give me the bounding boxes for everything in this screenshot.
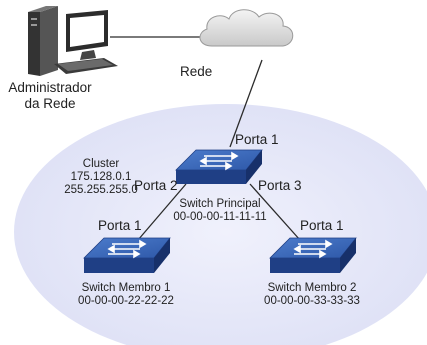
admin-label: Administrador da Rede: [4, 80, 96, 111]
main-switch-name: Switch Principal: [179, 198, 261, 210]
cluster-ip: 175.128.0.1: [70, 171, 132, 184]
network-label: Rede: [180, 64, 213, 79]
member1-info: Switch Membro 1 00-00-00-22-22-22: [66, 282, 186, 308]
link-cloud-switch: [229, 59, 263, 148]
cluster-title: Cluster: [82, 158, 120, 170]
link-main-member2: [249, 183, 301, 241]
member1-mac: 00-00-00-22-22-22: [78, 295, 174, 308]
admin-label-line1: Administrador: [8, 80, 92, 95]
cluster-area: [14, 104, 427, 345]
main-port-right-label: Porta 3: [258, 178, 302, 193]
main-switch-info: Switch Principal 00-00-00-11-11-11: [160, 198, 280, 224]
main-port-left-label: Porta 2: [134, 178, 178, 193]
member2-name: Switch Membro 2: [267, 282, 357, 294]
cluster-info: Cluster 175.128.0.1 255.255.255.0: [58, 158, 144, 198]
member1-switch-icon: [83, 237, 171, 273]
main-switch-icon: [175, 149, 263, 184]
computer-icon: [28, 6, 118, 76]
member2-switch-icon: [269, 237, 357, 273]
member1-port-label: Porta 1: [98, 218, 142, 233]
cloud-icon: [199, 9, 294, 47]
member2-port-label: Porta 1: [300, 218, 344, 233]
admin-label-line2: da Rede: [24, 95, 76, 111]
member2-info: Switch Membro 2 00-00-00-33-33-33: [252, 282, 372, 308]
link-main-member1: [137, 183, 187, 241]
cluster-mask: 255.255.255.0: [64, 184, 138, 197]
main-port-top-label: Porta 1: [235, 132, 279, 147]
links: [110, 36, 301, 241]
main-switch-mac: 00-00-00-11-11-11: [173, 211, 267, 224]
member1-name: Switch Membro 1: [81, 282, 171, 294]
member2-mac: 00-00-00-33-33-33: [264, 295, 360, 308]
